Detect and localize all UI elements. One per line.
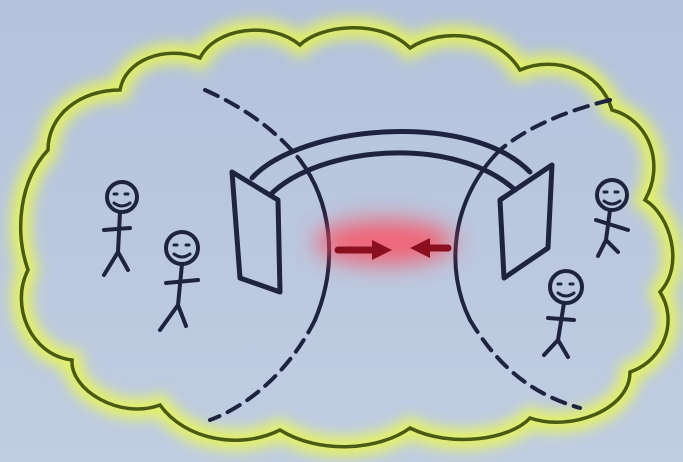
connection-arrows (315, 220, 455, 264)
